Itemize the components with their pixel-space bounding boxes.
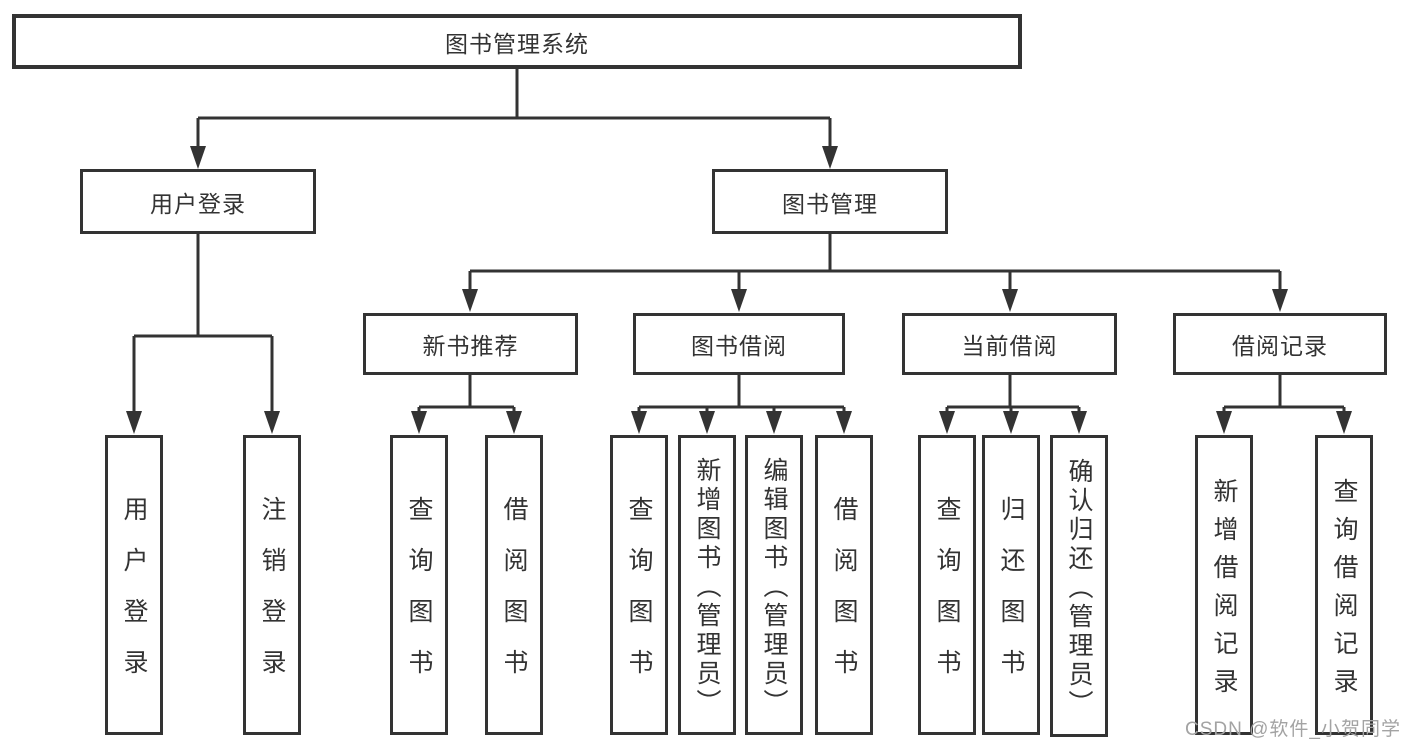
- leaf-query-borrow-record-label: 查询借阅记录: [1330, 477, 1358, 706]
- node-user-login: 用户登录: [80, 169, 316, 234]
- node-book-management-label: 图书管理: [782, 190, 878, 217]
- arrowhead: [1336, 411, 1352, 434]
- leaf-borrow-books-label: 借阅图书: [830, 496, 858, 700]
- arrowhead: [836, 411, 852, 434]
- watermark: CSDN @软件_小贺同学: [1185, 719, 1401, 740]
- node-borrow-records: 借阅记录: [1173, 313, 1387, 375]
- arrowhead: [1002, 289, 1018, 312]
- leaf-logout-login: 注销登录: [243, 435, 301, 735]
- leaf-query-books-recommend-label: 查询图书: [405, 496, 433, 700]
- edge: [417, 375, 516, 413]
- edge: [468, 234, 1282, 292]
- leaf-query-books-recommend: 查询图书: [390, 435, 448, 735]
- connector-borrow-to-leaves: [631, 375, 852, 434]
- node-borrow-records-label: 借阅记录: [1232, 333, 1328, 359]
- leaf-confirm-return-admin-label: 确认归还（管理员）: [1065, 457, 1093, 719]
- node-book-management: 图书管理: [712, 169, 948, 234]
- node-new-book-recommend: 新书推荐: [363, 313, 578, 375]
- leaf-query-books-borrow-label: 查询图书: [625, 496, 653, 700]
- leaf-user-login: 用户登录: [105, 435, 163, 735]
- node-root: 图书管理系统: [12, 14, 1022, 69]
- arrowhead: [1071, 411, 1087, 434]
- leaf-query-books-current: 查询图书: [918, 435, 976, 735]
- edge: [1222, 375, 1346, 413]
- leaf-confirm-return-admin: 确认归还（管理员）: [1050, 435, 1108, 737]
- leaf-return-books-label: 归还图书: [997, 496, 1025, 700]
- connector-root-to-level2: [190, 69, 838, 169]
- node-current-borrow-label: 当前借阅: [961, 333, 1058, 359]
- arrowhead: [766, 411, 782, 434]
- node-book-borrow: 图书借阅: [633, 313, 845, 375]
- leaf-add-books-admin-label: 新增图书（管理员）: [693, 456, 721, 718]
- leaf-add-borrow-record: 新增借阅记录: [1195, 435, 1253, 735]
- arrowhead: [126, 411, 142, 434]
- edge: [196, 69, 832, 149]
- node-new-book-recommend-label: 新书推荐: [422, 333, 519, 359]
- leaf-borrow-books-recommend-label: 借阅图书: [500, 496, 528, 700]
- arrowhead: [631, 411, 647, 434]
- leaf-query-borrow-record: 查询借阅记录: [1315, 435, 1373, 735]
- node-current-borrow: 当前借阅: [902, 313, 1117, 375]
- leaf-borrow-books: 借阅图书: [815, 435, 873, 735]
- leaf-query-books-borrow: 查询图书: [610, 435, 668, 735]
- node-user-login-label: 用户登录: [150, 190, 246, 217]
- arrowhead: [506, 411, 522, 434]
- arrowhead: [1272, 289, 1288, 312]
- connector-user-login-to-leaves: [126, 234, 280, 434]
- leaf-query-books-current-label: 查询图书: [933, 496, 961, 700]
- leaf-return-books: 归还图书: [982, 435, 1040, 735]
- arrowhead: [699, 411, 715, 434]
- arrowhead: [822, 146, 838, 169]
- arrowhead: [1003, 411, 1019, 434]
- connector-recommend-to-leaves: [411, 375, 522, 434]
- edge: [945, 375, 1081, 413]
- arrowhead: [190, 146, 206, 169]
- leaf-user-login-label: 用户登录: [120, 496, 148, 700]
- connector-current-to-leaves: [939, 375, 1087, 434]
- arrowhead: [1216, 411, 1232, 434]
- leaf-add-borrow-record-label: 新增借阅记录: [1210, 477, 1238, 706]
- connector-book-management-to-level3: [462, 234, 1288, 312]
- leaf-edit-books-admin: 编辑图书（管理员）: [745, 435, 803, 735]
- connector-records-to-leaves: [1216, 375, 1352, 434]
- arrowhead: [462, 289, 478, 312]
- leaf-add-books-admin: 新增图书（管理员）: [678, 435, 736, 735]
- arrowhead: [939, 411, 955, 434]
- node-root-label: 图书管理系统: [445, 30, 589, 57]
- leaf-edit-books-admin-label: 编辑图书（管理员）: [760, 456, 788, 718]
- arrowhead: [731, 289, 747, 312]
- arrowhead: [264, 411, 280, 434]
- node-book-borrow-label: 图书借阅: [691, 333, 787, 359]
- arrowhead: [411, 411, 427, 434]
- edge: [637, 375, 846, 413]
- edge: [132, 234, 274, 413]
- leaf-logout-login-label: 注销登录: [258, 496, 286, 700]
- leaf-borrow-books-recommend: 借阅图书: [485, 435, 543, 735]
